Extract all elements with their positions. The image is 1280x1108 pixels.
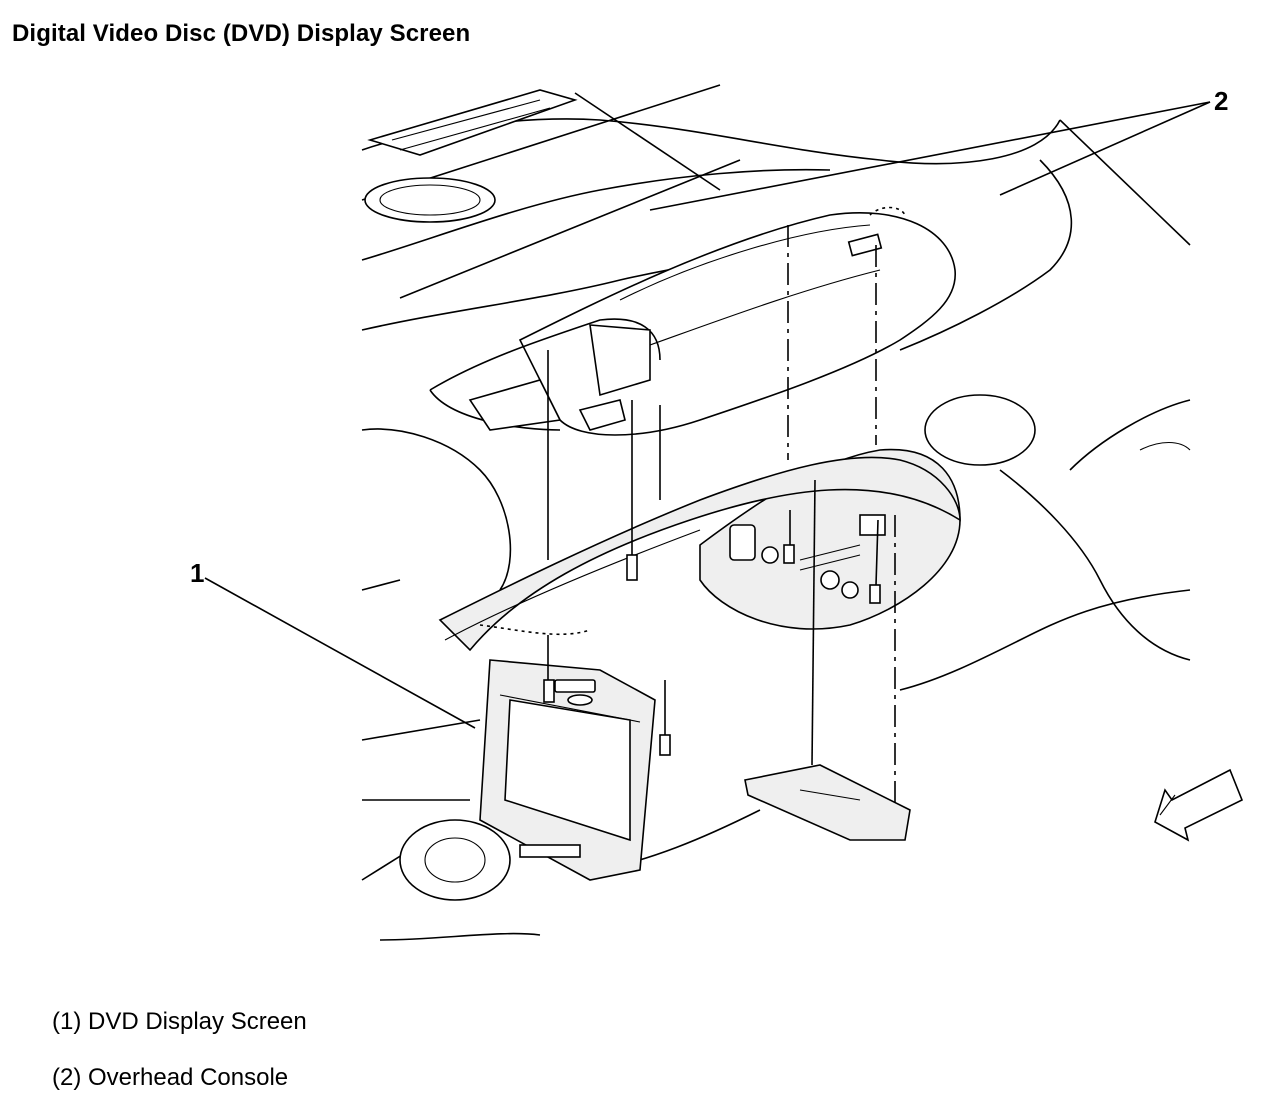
legend-item-dvd-display-screen: (1) DVD Display Screen xyxy=(52,1008,307,1035)
dome-lamp xyxy=(399,819,511,901)
legend-item-overhead-console: (2) Overhead Console xyxy=(52,1064,289,1091)
callout-2-leader-b xyxy=(999,101,1211,196)
fasteners xyxy=(543,544,881,756)
callout-2-number: 2 xyxy=(1214,86,1228,116)
alignment-lines xyxy=(547,225,896,805)
exploded-view-illustration: 1 2 xyxy=(190,84,1244,941)
headliner-outline xyxy=(361,84,1191,941)
roof-lamp xyxy=(364,89,578,223)
overhead-console xyxy=(518,206,956,436)
rail-housing xyxy=(438,456,961,652)
callout-1-leader xyxy=(204,577,476,729)
rear-speaker xyxy=(924,394,1191,466)
retainer-plate xyxy=(744,764,911,841)
callout-2-leader-a xyxy=(649,101,1211,211)
page-title: Digital Video Disc (DVD) Display Screen xyxy=(12,20,471,47)
front-direction-arrow-icon xyxy=(1154,768,1244,842)
dvd-display-screen xyxy=(479,659,656,881)
console-bracket xyxy=(429,318,661,431)
callout-1-number: 1 xyxy=(190,558,204,588)
